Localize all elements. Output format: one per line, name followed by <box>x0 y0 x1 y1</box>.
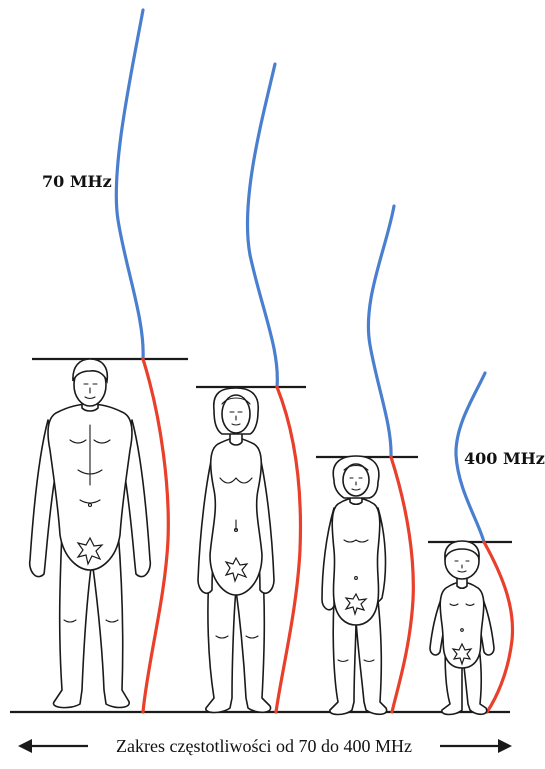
arrow-left-icon <box>18 739 32 753</box>
figure-young-child <box>430 541 494 715</box>
figure-older-child <box>322 456 387 715</box>
arrow-right-icon <box>498 739 512 753</box>
label-70-mhz: 70 MHz <box>42 172 112 191</box>
wave-above-older-child <box>368 206 394 457</box>
wave-above-woman <box>247 64 277 387</box>
wave-above-man <box>116 10 143 359</box>
figure-woman <box>198 388 274 713</box>
wave-body-woman <box>276 387 300 712</box>
frequency-range-caption: Zakres częstotliwości od 70 do 400 MHz <box>116 736 412 756</box>
wave-body-older-child <box>391 457 413 712</box>
label-400-mhz: 400 MHz <box>464 449 545 468</box>
figure-man <box>30 359 151 708</box>
